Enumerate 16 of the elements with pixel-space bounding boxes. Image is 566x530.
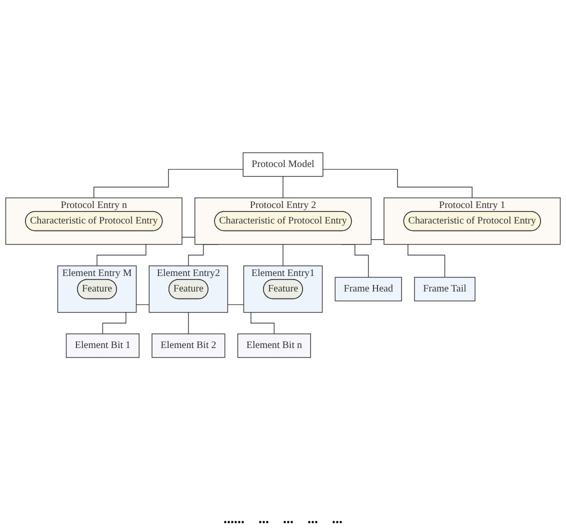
node-box: Protocol Model xyxy=(242,152,324,177)
node-box: Element Bit n xyxy=(237,333,311,358)
ellipsis-mark: ... xyxy=(332,512,342,528)
node-box: Element Bit 1 xyxy=(66,333,140,358)
node-box: Frame Head xyxy=(334,276,402,302)
connector xyxy=(282,176,284,198)
node-box: Element Bit 2 xyxy=(152,333,226,358)
connector xyxy=(94,168,244,198)
ellipsis-mark: ... xyxy=(258,512,269,528)
ellipsis-mark: ... xyxy=(308,512,318,528)
connector xyxy=(282,244,284,266)
ellipsis-mark: ...... xyxy=(224,512,244,528)
connector xyxy=(188,312,189,334)
connector xyxy=(322,168,472,198)
node-box: Frame Tail xyxy=(414,276,476,302)
ellipsis-mark: ... xyxy=(283,512,294,528)
